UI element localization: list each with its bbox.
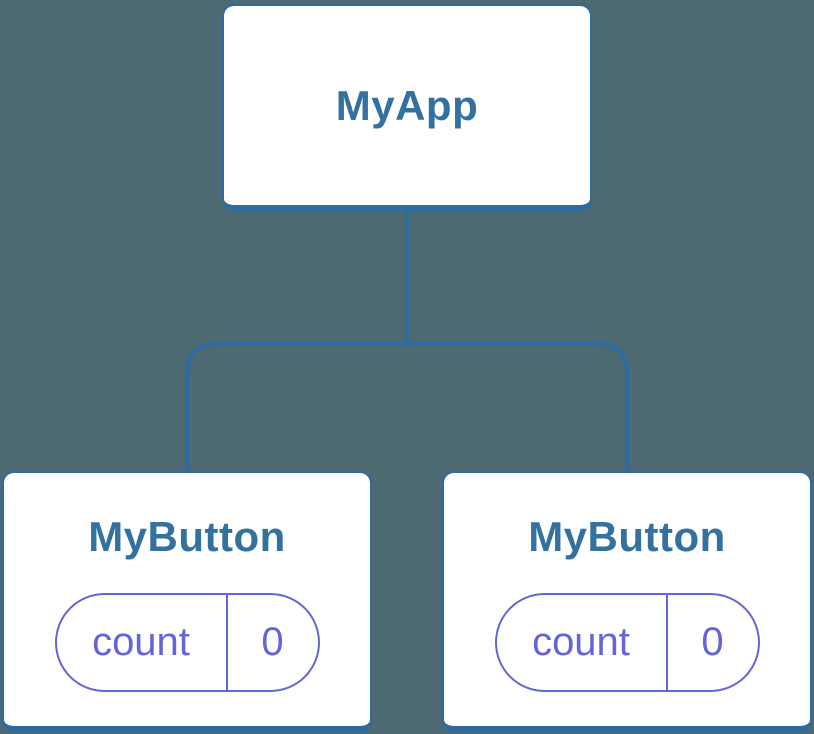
- node-myapp: MyApp: [222, 4, 592, 211]
- node-mybutton-1-label: MyButton: [88, 513, 286, 560]
- node-mybutton-2-label: MyButton: [528, 513, 726, 560]
- state-name-2: count: [497, 595, 668, 690]
- state-value-1: 0: [261, 620, 284, 664]
- state-pill-1: count 0: [54, 593, 320, 692]
- node-myapp-label: MyApp: [335, 81, 479, 129]
- children-connector-bracket: [185, 342, 629, 472]
- state-name-1: count: [57, 595, 228, 690]
- node-mybutton-1: MyButton count 0: [2, 471, 372, 732]
- node-mybutton-2: MyButton count 0: [442, 471, 812, 732]
- state-pill-2: count 0: [494, 593, 760, 692]
- state-value-2: 0: [701, 620, 724, 664]
